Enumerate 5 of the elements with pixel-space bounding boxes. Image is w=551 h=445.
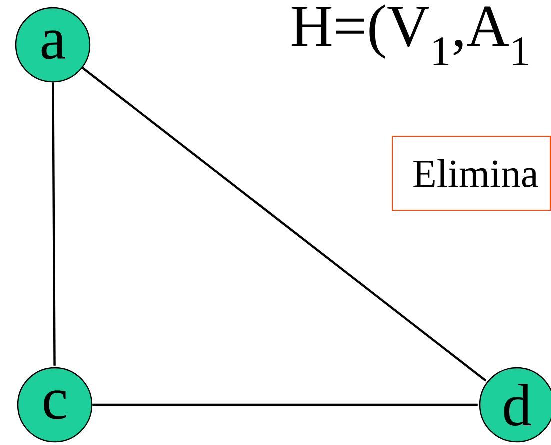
edge-line <box>92 404 478 406</box>
text-box: Elimina <box>392 136 551 211</box>
title: H=(V$_{1}$,A$_{1}$ <box>292 4 528 66</box>
edge-line <box>52 82 56 366</box>
edge-line <box>82 67 487 382</box>
